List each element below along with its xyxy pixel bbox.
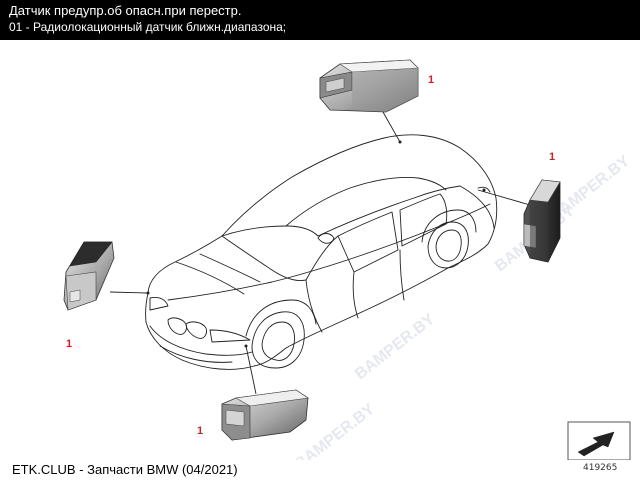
anchor-dots — [146, 140, 486, 348]
callouts: 1 1 1 1 — [66, 74, 555, 437]
callout-rear-top: 1 — [428, 74, 434, 86]
callout-front-bottom: 1 — [197, 425, 203, 437]
sensor-front-bottom — [221, 389, 309, 441]
sensor-rear-right — [523, 179, 561, 263]
leader-lines — [109, 111, 531, 395]
svg-text:BAMPER.BY: BAMPER.BY — [352, 310, 438, 383]
header-bar: Датчик предупр.об опасн.при перестр. 01 … — [0, 0, 640, 40]
part-line: 01 - Радиолокационный датчик ближн.диапа… — [9, 20, 287, 34]
source-footer: ETK.CLUB - Запчасти BMW (04/2021) — [12, 462, 238, 477]
arrow-icon[interactable] — [567, 421, 631, 460]
page-title: Датчик предупр.об опасн.при перестр. — [9, 3, 242, 18]
sensor-rear-top — [319, 59, 419, 113]
car-outline — [145, 134, 498, 370]
callout-front-left: 1 — [66, 338, 72, 350]
watermark: BAMPER.BY BAMPER.BY BAMPER.BY BAMPER.BY — [292, 152, 633, 460]
callout-rear-right: 1 — [549, 151, 555, 163]
parts-diagram: BAMPER.BY BAMPER.BY BAMPER.BY BAMPER.BY — [63, 59, 633, 460]
figure-number: 419265 — [583, 463, 618, 473]
sensor-front-left — [63, 241, 115, 311]
